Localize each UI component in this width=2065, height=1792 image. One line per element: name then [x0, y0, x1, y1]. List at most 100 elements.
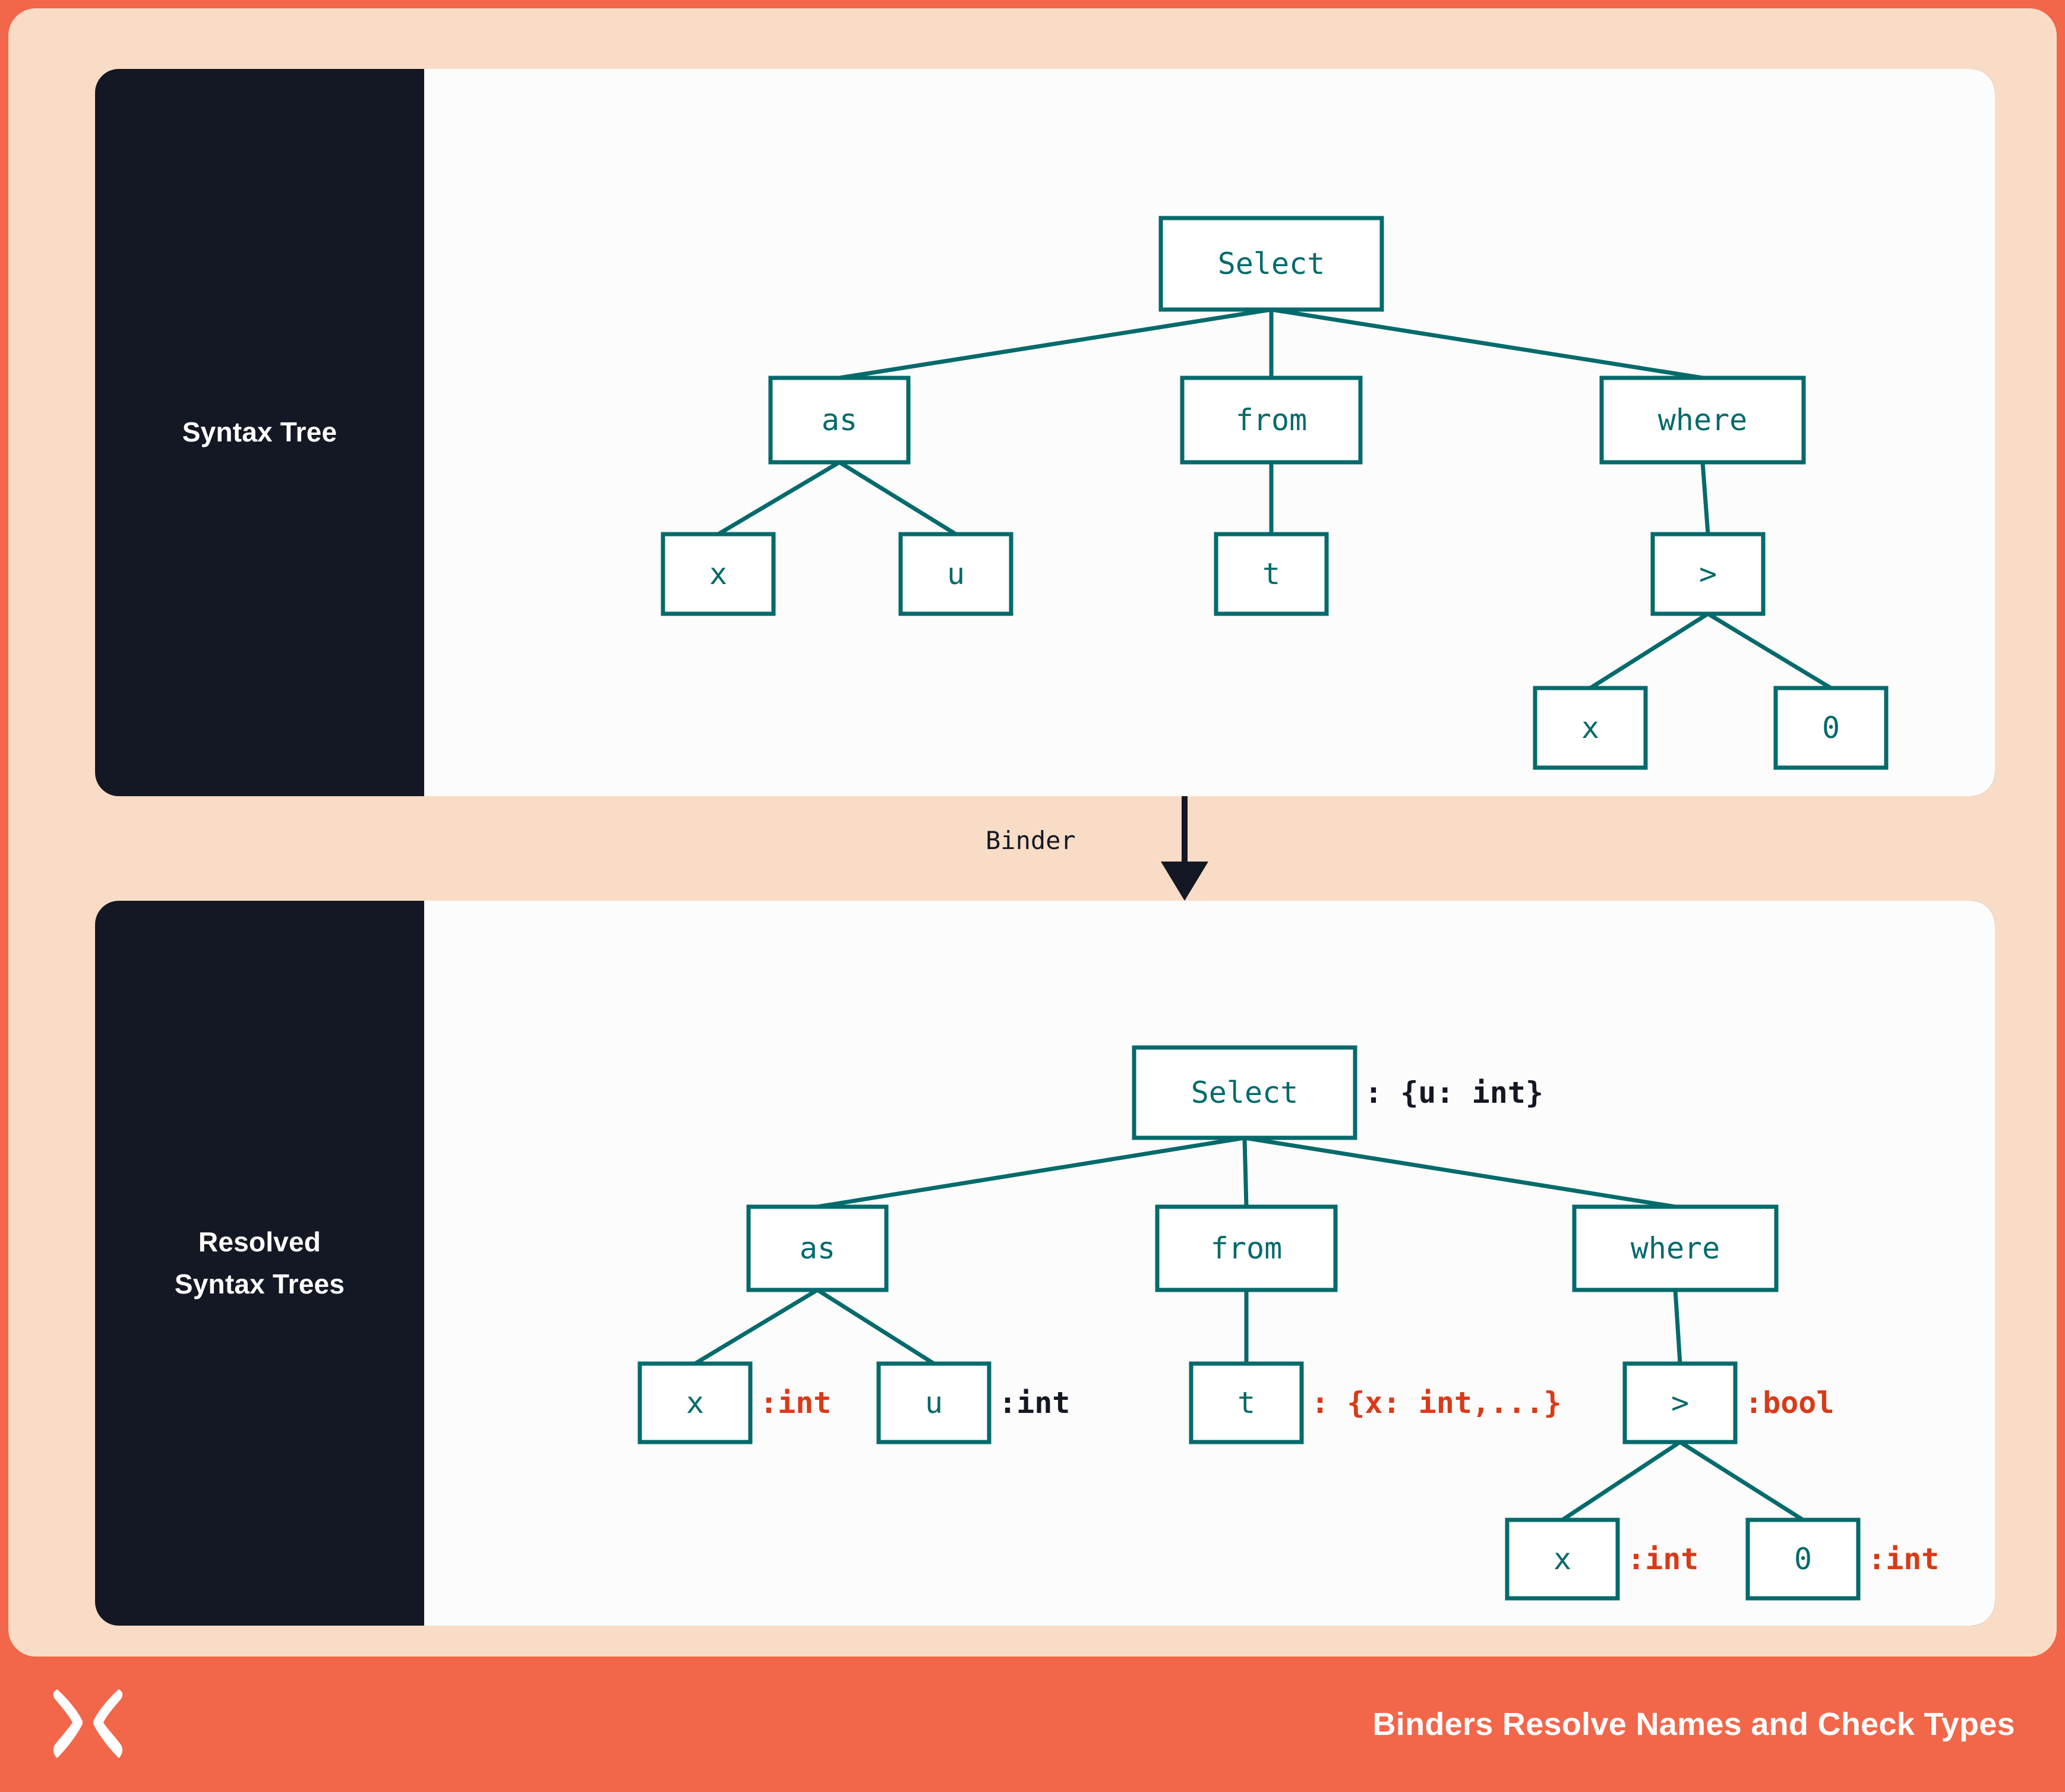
tree-node-label: where [1658, 403, 1748, 437]
tree-node-from[interactable]: from [1180, 376, 1363, 465]
tree-node-where[interactable]: where [1599, 376, 1806, 465]
tree-node-type-annotation: : {x: int,...} [1311, 1386, 1561, 1420]
tree-node-type-annotation: : {u: int} [1365, 1075, 1543, 1110]
tree-node-select[interactable]: Select : {u: int} [1132, 1045, 1543, 1140]
tree-node-box [1214, 532, 1329, 616]
tree-node-label: x [686, 1386, 704, 1420]
tree-node-label: t [1262, 557, 1280, 591]
tree-edge [816, 1288, 935, 1365]
tree-node-box [637, 1361, 753, 1444]
panel-resolved-label-line-1: Syntax Trees [174, 1269, 345, 1299]
tree-node-label: x [709, 557, 727, 591]
tree-edge [1679, 1440, 1804, 1522]
tree-node-type-annotation: :int [1627, 1542, 1698, 1576]
tree-node-box [1622, 1361, 1738, 1444]
tree-node-label: > [1699, 557, 1717, 591]
tree-node-gt-x[interactable]: x [1533, 686, 1648, 770]
tree-node-label: x [1554, 1542, 1571, 1576]
tree-node-select[interactable]: Select [1158, 216, 1384, 312]
panel-syntax-tree-label: Syntax Tree [95, 69, 424, 796]
tree-node-as[interactable]: as [746, 1204, 889, 1292]
tree-node-box [1599, 376, 1806, 465]
tree-node-type-annotation: :int [760, 1386, 831, 1420]
tree-node-box [661, 532, 776, 616]
tree-node-gt-0[interactable]: 0 :int [1745, 1517, 1939, 1601]
tree-edge [1242, 1137, 1249, 1207]
tree-node-label: x [1581, 711, 1599, 745]
syntax-tree-graph: Select as from where x u t > x 0 [661, 216, 1889, 770]
tree-node-gt[interactable]: > [1650, 532, 1766, 616]
tree-node-label: > [1671, 1386, 1689, 1420]
tree-node-label: 0 [1794, 1542, 1812, 1576]
tree-node-label: Select [1191, 1075, 1299, 1110]
tree-node-as-x[interactable]: x :int [637, 1361, 831, 1444]
tree-node-box [1189, 1361, 1304, 1444]
tree-node-from[interactable]: from [1155, 1204, 1338, 1292]
tree-node-label: where [1631, 1231, 1720, 1266]
tree-node-gt[interactable]: > :bool [1622, 1361, 1834, 1444]
binder-arrow-icon [1161, 796, 1208, 901]
panel-resolved-syntax-trees: Resolved Syntax Trees Select : {u: int} as… [95, 901, 1995, 1626]
tree-node-gt-0[interactable]: 0 [1773, 686, 1889, 770]
tree-edge [1244, 1135, 1676, 1209]
footer-title: Binders Resolve Names and Check Types [1372, 1706, 2015, 1742]
tree-node-type-annotation: :int [999, 1386, 1070, 1420]
syntax-tree-canvas: Select as from where x u t > x 0 [424, 69, 1995, 796]
panel-resolved-syntax-trees-label: Resolved Syntax Trees [95, 901, 424, 1626]
tree-node-label: as [800, 1231, 835, 1266]
panel-syntax-tree-label-line-0: Syntax Tree [182, 417, 337, 448]
tree-edge [838, 460, 957, 536]
tree-node-box [746, 1204, 889, 1292]
tree-node-box [876, 1361, 992, 1444]
tree-node-box [1650, 532, 1766, 616]
content-canvas: Syntax Tree Select as from where x u t > x 0 Bind… [8, 8, 2057, 1657]
tree-node-box [1505, 1517, 1620, 1601]
tree-node-label: as [822, 403, 857, 437]
tree-node-as-u[interactable]: u :int [876, 1361, 1070, 1444]
tree-node-label: t [1237, 1386, 1255, 1420]
tree-edge [1700, 462, 1710, 535]
tree-node-as-u[interactable]: u [898, 532, 1013, 616]
tree-node-label: Select [1218, 247, 1325, 281]
tree-node-label: u [925, 1386, 943, 1420]
tree-edge [1707, 612, 1832, 690]
tree-node-type-annotation: :bool [1745, 1386, 1834, 1420]
tree-edge [817, 1135, 1245, 1209]
tree-edge [1673, 1289, 1682, 1364]
tree-node-where[interactable]: where [1572, 1204, 1779, 1292]
resolved-syntax-tree-canvas: Select : {u: int} as from where x :int u :int t : … [424, 901, 1995, 1626]
resolved-syntax-tree-graph: Select : {u: int} as from where x :int u :int t : … [637, 1045, 1939, 1601]
tree-node-gt-x[interactable]: x :int [1505, 1517, 1698, 1601]
tree-node-from-t[interactable]: t [1214, 532, 1329, 616]
tree-node-label: 0 [1822, 711, 1840, 745]
tree-edge [1561, 1440, 1681, 1522]
bowtie-x-logo-icon [53, 1689, 123, 1758]
tree-node-box [1745, 1517, 1861, 1601]
tree-edge [717, 460, 841, 537]
tree-node-box [1773, 686, 1889, 770]
tree-node-box [1572, 1204, 1779, 1292]
binder-arrow-zone [95, 796, 1995, 901]
tree-edge [1271, 307, 1703, 380]
tree-node-type-annotation: :int [1868, 1542, 1939, 1576]
tree-node-label: from [1211, 1231, 1282, 1266]
tree-node-as[interactable]: as [768, 376, 911, 465]
tree-node-box [1158, 216, 1384, 312]
tree-node-box [1132, 1045, 1357, 1140]
tree-node-as-x[interactable]: x [661, 532, 776, 616]
tree-node-box [1180, 376, 1363, 465]
binder-label: Binder [986, 826, 1076, 855]
tree-edge [1589, 612, 1709, 690]
panel-resolved-label-line-0: Resolved [198, 1226, 321, 1257]
tree-edge [839, 307, 1272, 380]
tree-node-label: from [1236, 403, 1307, 437]
tree-node-box [768, 376, 911, 465]
tree-node-box [1533, 686, 1648, 770]
tree-node-box [898, 532, 1013, 616]
tree-node-label: u [947, 557, 965, 591]
tree-node-from-t[interactable]: t : {x: int,...} [1189, 1361, 1561, 1444]
footer-bar: Binders Resolve Names and Check Types [0, 1657, 2065, 1792]
panel-syntax-tree: Syntax Tree Select as from where x u t > x 0 [95, 69, 1995, 796]
tree-node-box [1155, 1204, 1338, 1292]
